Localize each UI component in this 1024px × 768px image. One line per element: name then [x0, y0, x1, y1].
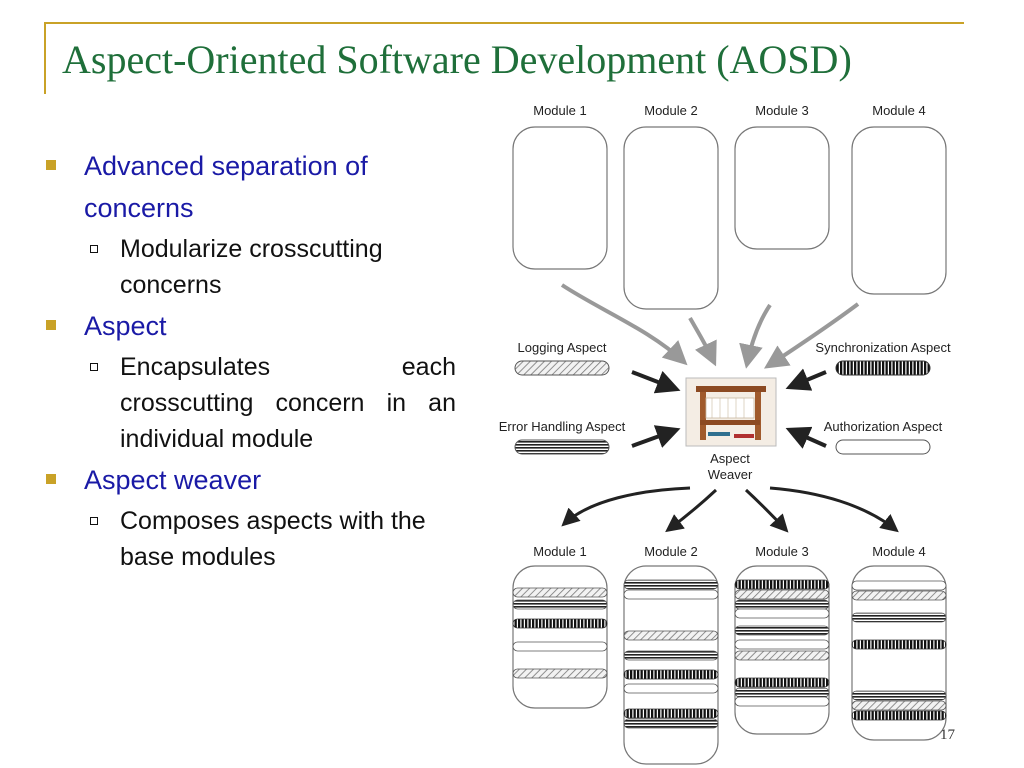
woven-error-bar [851, 612, 947, 623]
sub-bullet-3: Composes aspects with the base modules [46, 503, 456, 575]
bottom-module-3-label: Module 3 [755, 544, 808, 559]
sub-bullet-2-text: Encapsulates each crosscutting concern i… [120, 353, 456, 453]
logging-to-weaver-arrow [631, 370, 681, 394]
bottom-module-3-woven-bars [734, 579, 830, 707]
woven-auth-bar [512, 641, 608, 652]
module-4-to-weaver-arrow [763, 302, 860, 369]
woven-logging-bar [623, 630, 719, 641]
woven-logging-bar [512, 587, 608, 598]
bottom-module-1-label: Module 1 [533, 544, 586, 559]
top-module-4 [851, 126, 947, 295]
weaver-label-line-1: Aspect [710, 451, 750, 466]
logging-aspect-bar [514, 360, 610, 376]
woven-error-bar [851, 690, 947, 701]
woven-sync-bar [512, 618, 608, 629]
sub-bullet-1-text: Modularize crosscutting concerns [120, 235, 383, 299]
sub-bullet-2: Encapsulates each crosscutting concern i… [46, 349, 456, 457]
weaver-label-line-2: Weaver [708, 467, 753, 482]
module-3-to-weaver-arrow [739, 303, 772, 369]
woven-sync-bar [623, 708, 719, 719]
bottom-module-2-woven-bars [623, 579, 719, 729]
woven-error-bar [734, 625, 830, 636]
bullet-marker [46, 320, 56, 330]
woven-sync-bar [623, 669, 719, 680]
bottom-module-4-label: Module 4 [872, 544, 925, 559]
bullet-1-text: Advanced separation of concerns [84, 151, 368, 223]
woven-logging-bar [851, 700, 947, 711]
module-2-to-weaver-arrow [688, 317, 717, 367]
top-module-1 [512, 126, 608, 270]
top-module-3 [734, 126, 830, 250]
weaver-to-module-2-arrow [665, 488, 718, 533]
frame-left-rule [44, 22, 46, 94]
loom-icon [685, 377, 777, 447]
woven-error-bar [623, 650, 719, 661]
sub-bullet-marker [90, 245, 98, 253]
woven-logging-bar [851, 590, 947, 601]
woven-logging-bar [734, 589, 830, 600]
slide-title: Aspect-Oriented Software Development (AO… [62, 37, 852, 82]
woven-sync-bar [851, 710, 947, 721]
page-number: 17 [940, 727, 955, 743]
frame-top-rule [44, 22, 964, 24]
woven-auth-bar [734, 696, 830, 707]
woven-auth-bar [734, 608, 830, 619]
sync-aspect-bar [835, 360, 931, 376]
woven-auth-bar [623, 589, 719, 600]
woven-auth-bar [623, 683, 719, 694]
bottom-module-2-label: Module 2 [644, 544, 697, 559]
sync-aspect-label: Synchronization Aspect [815, 340, 951, 355]
top-module-3-label: Module 3 [755, 103, 808, 118]
sub-bullet-marker [90, 363, 98, 371]
bullet-3: Aspect weaver [46, 459, 456, 501]
module-1-to-weaver-arrow [560, 283, 688, 366]
weaver-to-module-1-arrow [561, 486, 691, 527]
sub-bullet-3-text: Composes aspects with the base modules [120, 507, 426, 571]
sub-bullet-marker [90, 517, 98, 525]
auth-to-weaver-arrow [785, 426, 827, 449]
error-aspect-bar [514, 439, 610, 455]
woven-sync-bar [734, 677, 830, 688]
top-module-1-label: Module 1 [533, 103, 586, 118]
bottom-module-1 [512, 565, 608, 709]
bottom-module-1-woven-bars [512, 587, 608, 679]
top-module-2 [623, 126, 719, 310]
bullet-list: Advanced separation of concerns Modulari… [46, 145, 456, 575]
error-aspect-label: Error Handling Aspect [499, 419, 626, 434]
woven-error-bar [512, 599, 608, 610]
woven-sync-bar [851, 639, 947, 650]
bullet-2-text: Aspect [84, 311, 167, 341]
bullet-3-text: Aspect weaver [84, 465, 262, 495]
woven-auth-bar [734, 639, 830, 650]
top-module-2-label: Module 2 [644, 103, 697, 118]
weaver-to-module-4-arrow [769, 486, 899, 533]
bullet-marker [46, 474, 56, 484]
weaver-to-module-3-arrow [744, 488, 789, 533]
bullet-2: Aspect [46, 305, 456, 347]
error-to-weaver-arrow [631, 425, 681, 448]
woven-logging-bar [734, 650, 830, 661]
woven-sync-bar [734, 579, 830, 590]
woven-auth-bar [851, 580, 947, 591]
woven-logging-bar [512, 668, 608, 679]
bullet-marker [46, 160, 56, 170]
woven-error-bar [734, 687, 830, 698]
auth-aspect-bar [835, 439, 931, 455]
top-module-4-label: Module 4 [872, 103, 925, 118]
aosd-diagram: Module 1 Module 2 Module 3 Module 4 Logg… [499, 103, 951, 765]
bullet-1: Advanced separation of concerns [46, 145, 456, 229]
woven-error-bar [734, 599, 830, 610]
woven-error-bar [623, 579, 719, 590]
bottom-module-4-woven-bars [851, 580, 947, 721]
woven-error-bar [623, 718, 719, 729]
auth-aspect-label: Authorization Aspect [824, 419, 943, 434]
sub-bullet-1: Modularize crosscutting concerns [46, 231, 456, 303]
sync-to-weaver-arrow [785, 368, 827, 391]
logging-aspect-label: Logging Aspect [518, 340, 607, 355]
